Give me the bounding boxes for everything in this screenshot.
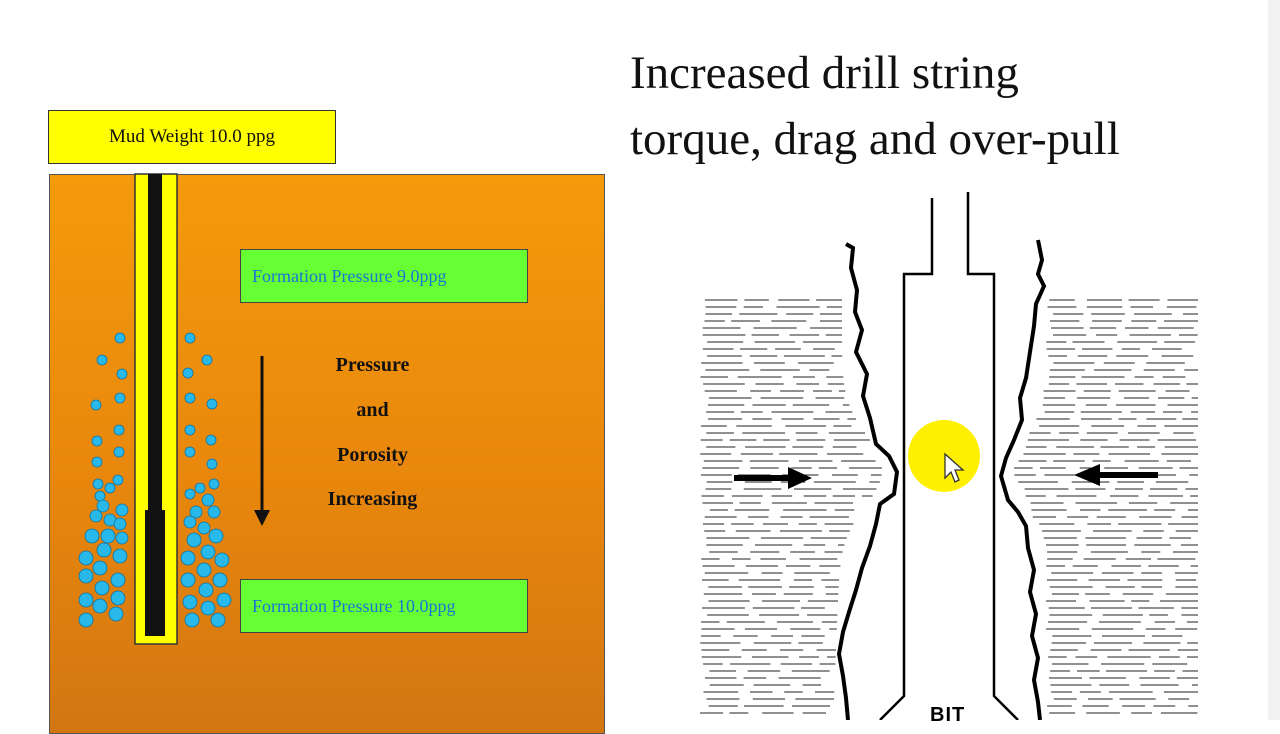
mud-weight-text: Mud Weight 10.0 ppg (109, 126, 275, 147)
drill-string-outline (879, 198, 934, 720)
bit-label: BIT (930, 704, 966, 726)
bubble (115, 531, 129, 545)
trend-text-pressure: Pressure (335, 354, 410, 376)
bubble (113, 424, 125, 436)
bubble (89, 509, 103, 523)
formation-pressure-bottom-text: Formation Pressure 10.0ppg (252, 595, 456, 616)
bubble (207, 505, 221, 519)
arrow-left-icon (1074, 464, 1158, 486)
bubble (92, 478, 104, 490)
borehole-wall-left (836, 242, 900, 720)
bubble (182, 594, 198, 610)
borehole-wall-right (998, 239, 1047, 720)
bubble (214, 552, 230, 568)
bubble (206, 458, 218, 470)
bubble (205, 434, 217, 446)
bubble (78, 550, 94, 566)
bubble (186, 532, 202, 548)
trend-text-porosity: Porosity (337, 444, 408, 466)
drill-pipe (148, 174, 162, 514)
trend-text-increasing: Increasing (327, 488, 418, 510)
bubble (94, 580, 110, 596)
bubble (108, 606, 124, 622)
bubble (114, 332, 126, 344)
formation-pressure-top-box: Formation Pressure 9.0ppg (240, 249, 528, 303)
formation-bubbles (78, 332, 232, 628)
cursor-highlight (908, 420, 980, 492)
formation-pressure-bottom-box: Formation Pressure 10.0ppg (240, 579, 528, 633)
bubble (115, 503, 129, 517)
bubble (210, 612, 226, 628)
bubble (198, 582, 214, 598)
downward-arrow-icon (254, 356, 270, 526)
bubble (184, 446, 196, 458)
trend-text-and: and (356, 399, 389, 421)
bubble (200, 544, 216, 560)
bubble (216, 592, 232, 608)
mud-weight-label: Mud Weight 10.0 ppg (48, 110, 336, 164)
bubble (182, 367, 194, 379)
bubble (78, 592, 94, 608)
bubble (184, 424, 196, 436)
bubble (183, 515, 197, 529)
window-edge (1268, 0, 1280, 720)
bubble (78, 612, 94, 628)
bubble (184, 392, 196, 404)
bubble (114, 392, 126, 404)
bubble (91, 456, 103, 468)
bubble (184, 332, 196, 344)
bubble (96, 354, 108, 366)
bubble (201, 354, 213, 366)
bubble (91, 435, 103, 447)
bubble (96, 499, 110, 513)
bubble (212, 572, 228, 588)
slide-title: Increased drill string torque, drag and … (630, 40, 1270, 172)
bubble (78, 568, 94, 584)
bubble (184, 488, 196, 500)
bubble (113, 517, 127, 531)
bubble (200, 600, 216, 616)
bubble (112, 474, 124, 486)
bubble (92, 598, 108, 614)
bubble (201, 493, 215, 507)
bubble (113, 446, 125, 458)
bubble (100, 528, 116, 544)
bubble (180, 572, 196, 588)
bubble (104, 482, 116, 494)
mouse-pointer-icon (944, 452, 965, 483)
bubble (84, 528, 100, 544)
bubble (116, 368, 128, 380)
bubble (112, 548, 128, 564)
shale-hatching (700, 299, 1198, 714)
bubble (180, 550, 196, 566)
drill-collar (145, 510, 165, 636)
drill-string-outline-right (966, 192, 1019, 720)
bubble (92, 560, 108, 576)
bubble (110, 572, 126, 588)
bubble (206, 398, 218, 410)
arrow-right-icon (734, 467, 812, 489)
title-line-2: torque, drag and over-pull (630, 113, 1120, 165)
title-line-1: Increased drill string (630, 47, 1019, 99)
bubble (110, 590, 126, 606)
bubble (184, 612, 200, 628)
formation-pressure-top-text: Formation Pressure 9.0ppg (252, 265, 447, 286)
bubble (208, 528, 224, 544)
bubble (197, 521, 211, 535)
bubble (194, 482, 206, 494)
bubble (96, 542, 112, 558)
bubble (196, 562, 212, 578)
bubble (189, 505, 203, 519)
bubble (208, 478, 220, 490)
bubble (90, 399, 102, 411)
